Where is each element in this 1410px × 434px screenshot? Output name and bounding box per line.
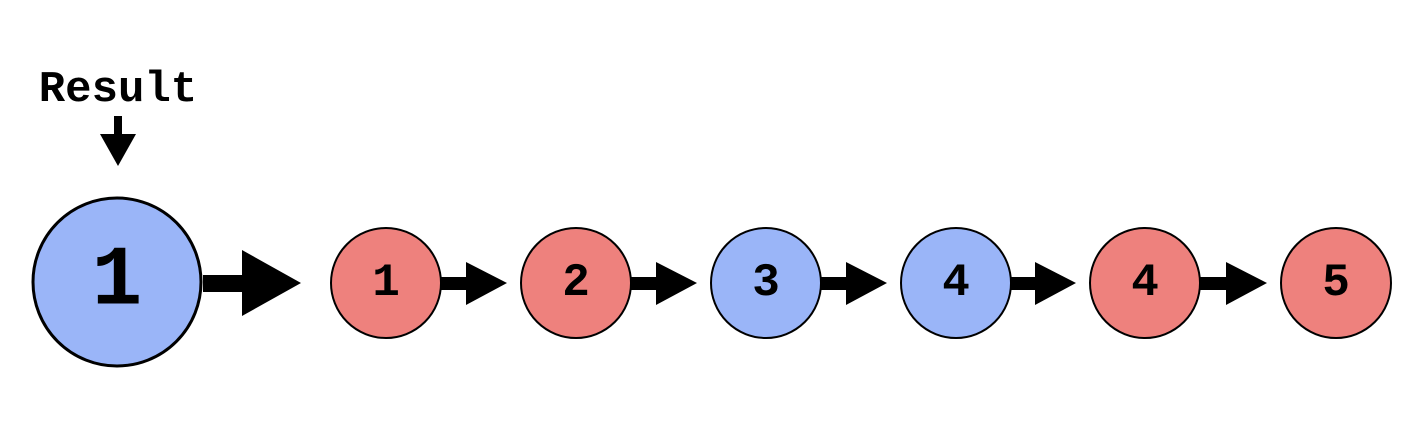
list-node: 3	[710, 227, 822, 339]
link-arrow	[821, 262, 887, 305]
head-node: 1	[31, 196, 203, 368]
list-node-value: 2	[562, 257, 590, 309]
link-arrow	[1011, 262, 1076, 305]
list-node: 5	[1280, 227, 1392, 339]
list-node: 4	[900, 227, 1012, 339]
list-node-value: 4	[942, 257, 970, 309]
list-node-circle	[1280, 227, 1392, 339]
link-arrow	[631, 262, 697, 305]
list-node: 4	[1089, 227, 1201, 339]
list-node-value: 4	[1131, 257, 1159, 309]
list-node-value: 5	[1322, 257, 1350, 309]
result-pointer-arrow	[100, 116, 136, 166]
list-node-value: 3	[752, 257, 780, 309]
list-node: 1	[330, 227, 442, 339]
link-arrow	[441, 262, 507, 305]
link-arrow	[1200, 262, 1267, 305]
head-node-circle	[31, 196, 203, 368]
head-to-list-arrow	[203, 250, 301, 316]
list-node-value: 1	[372, 257, 400, 309]
head-node-value: 1	[92, 235, 142, 330]
list-node: 2	[520, 227, 632, 339]
result-pointer-label: Result	[39, 65, 197, 115]
